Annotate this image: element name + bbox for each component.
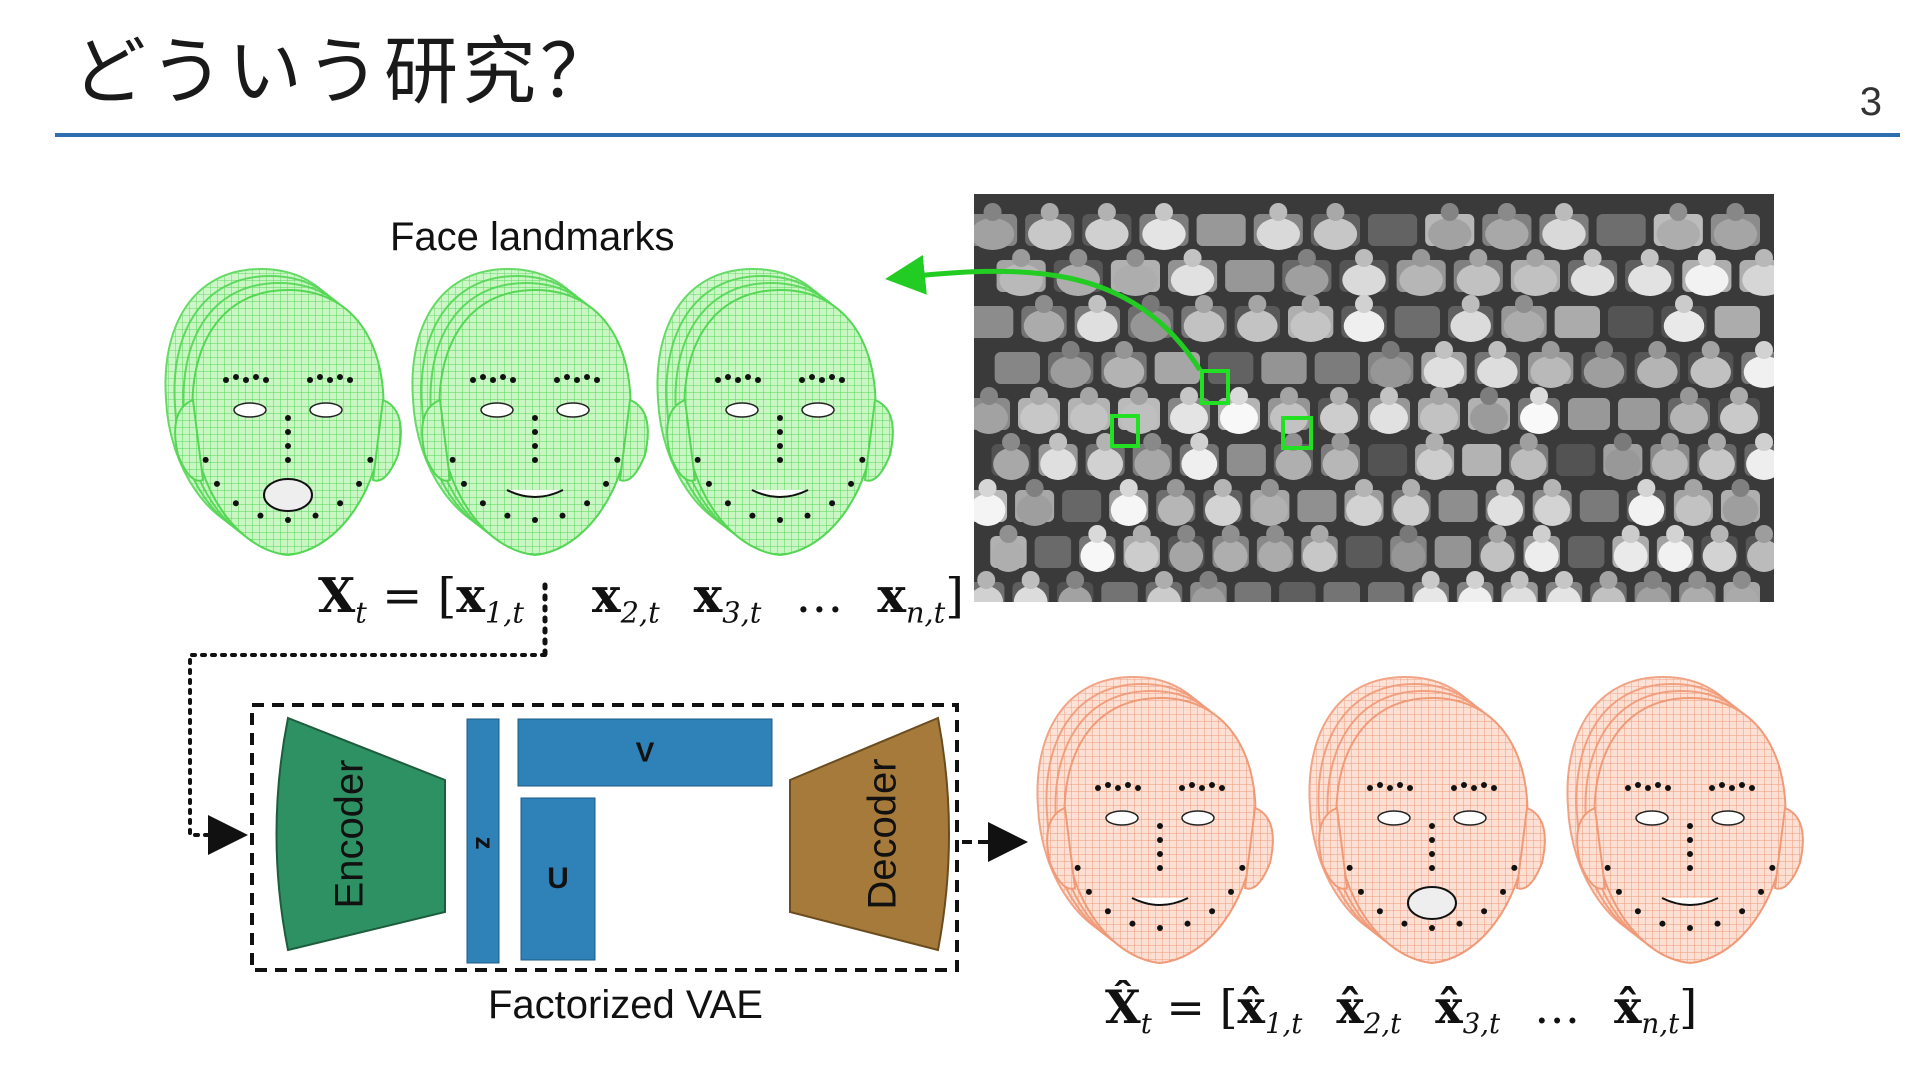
orange-face-1 xyxy=(1036,675,1274,965)
decoder-block xyxy=(789,716,950,952)
z-bar xyxy=(466,718,500,964)
selection-arrow xyxy=(885,255,1203,372)
title-rule xyxy=(55,133,1900,137)
face-box-1 xyxy=(1200,369,1230,405)
u-bar xyxy=(520,797,596,961)
page-number: 3 xyxy=(1859,80,1882,124)
face-box-3 xyxy=(1281,416,1313,450)
eq-input-lhs: X xyxy=(318,568,356,624)
input-flow-path xyxy=(188,653,547,855)
green-face-meshes xyxy=(164,267,894,557)
green-face-3 xyxy=(656,267,894,557)
slide-title: どういう研究？ xyxy=(72,29,618,115)
audience-image xyxy=(974,194,1774,602)
encoder-block xyxy=(275,716,446,952)
orange-face-2 xyxy=(1308,675,1546,965)
orange-face-meshes xyxy=(1036,675,1804,965)
factorized-vae-label: Factorized VAE xyxy=(488,983,763,1027)
orange-face-3 xyxy=(1566,675,1804,965)
v-bar xyxy=(517,718,773,787)
green-face-1 xyxy=(164,267,402,557)
v-label: V xyxy=(636,736,655,767)
face-landmarks-label: Face landmarks xyxy=(390,215,675,259)
green-face-2 xyxy=(411,267,649,557)
u-label: U xyxy=(547,862,569,895)
decoder-label: Decoder xyxy=(861,758,905,909)
vae-box xyxy=(250,703,959,972)
face-box-2 xyxy=(1110,414,1140,448)
eq-output-lhs: X̂ xyxy=(1105,980,1141,1034)
z-label: z xyxy=(470,837,500,850)
encoder-label: Encoder xyxy=(328,760,372,909)
